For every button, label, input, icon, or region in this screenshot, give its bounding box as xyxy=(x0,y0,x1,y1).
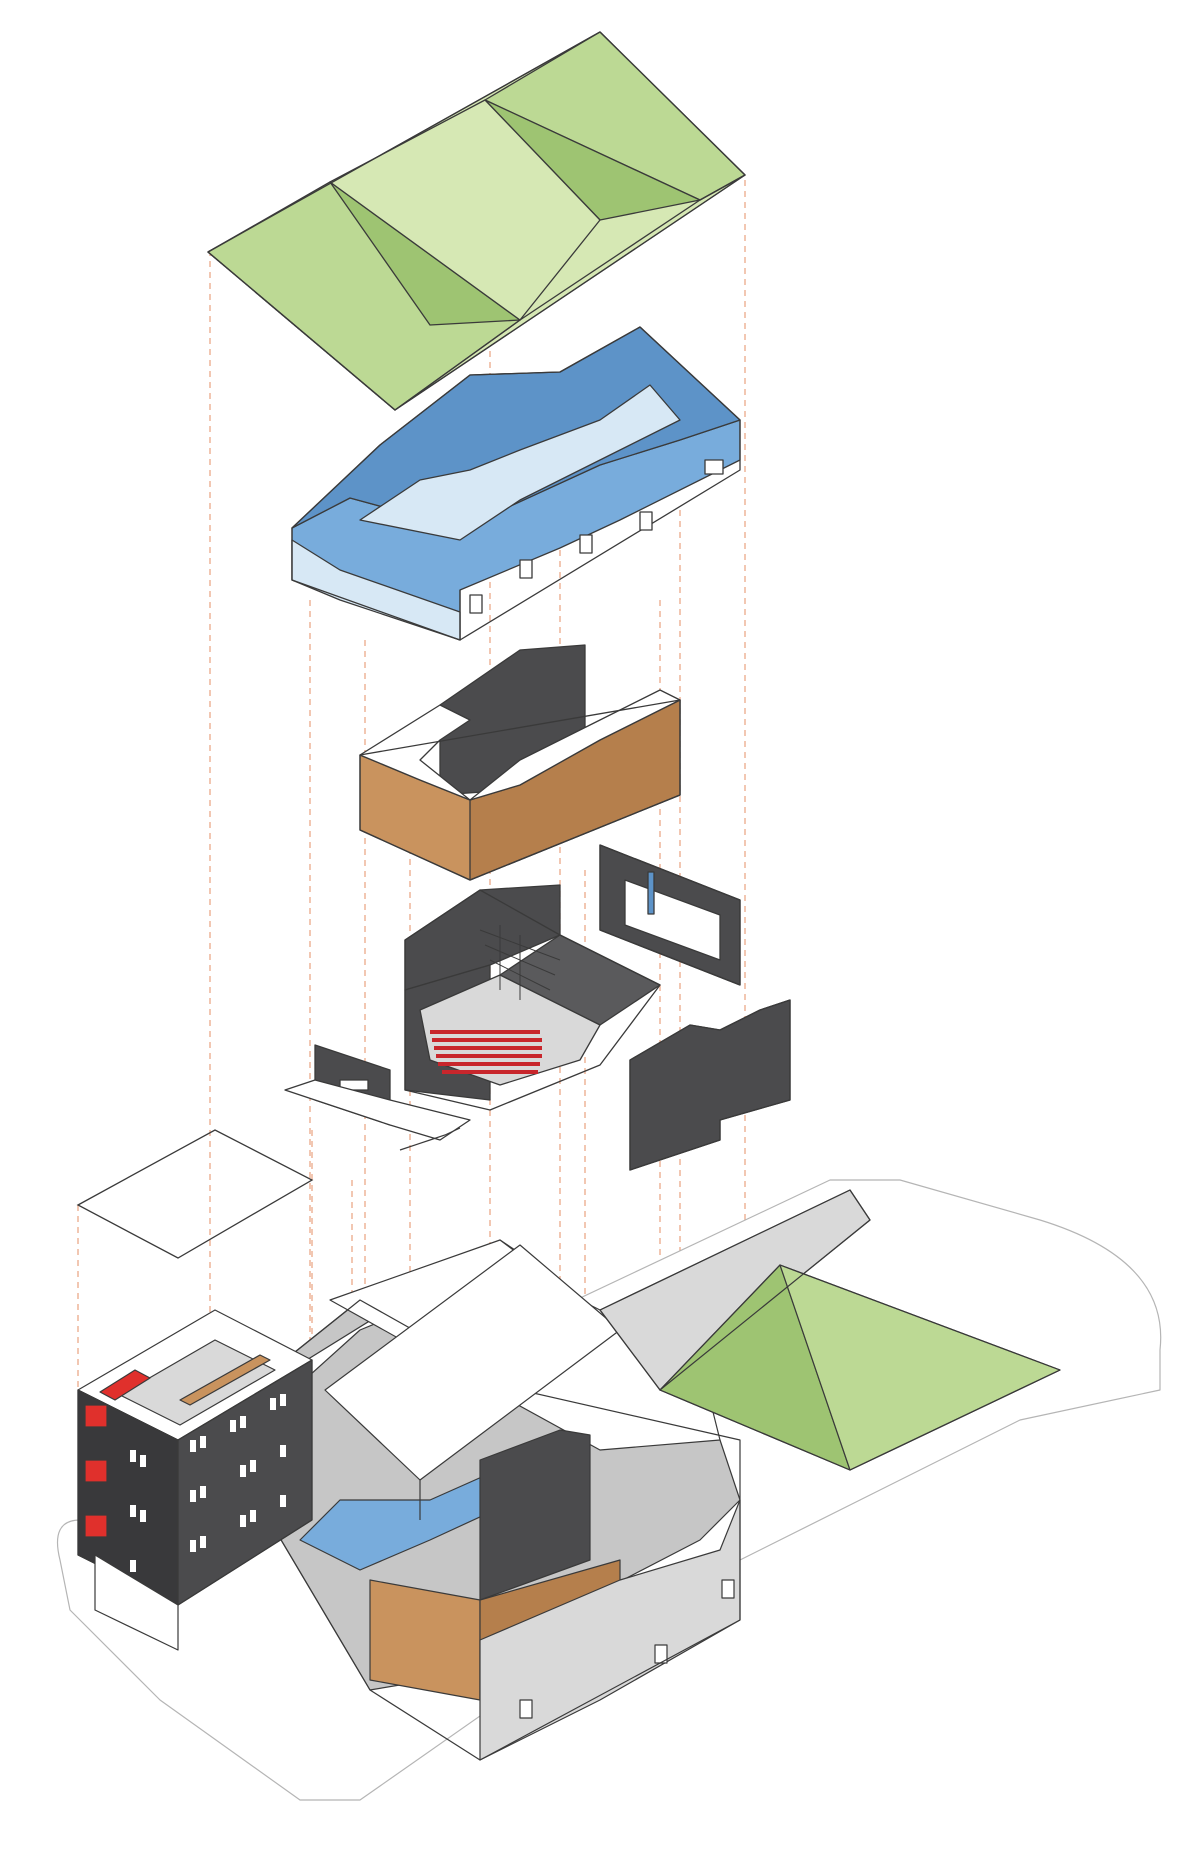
auditorium-volume xyxy=(404,884,661,1111)
assembled-green-roof xyxy=(599,1189,1061,1471)
stair-fragment xyxy=(399,1127,461,1151)
tower-roof-outline xyxy=(76,1129,314,1259)
timber-volume xyxy=(359,644,681,881)
tower-windows xyxy=(130,1394,286,1572)
entry-wall-panel xyxy=(284,1044,471,1141)
side-wall-panel xyxy=(629,999,791,1171)
residential-tower xyxy=(77,1309,313,1651)
stage-rigging xyxy=(479,925,561,1000)
auditorium-seats xyxy=(430,1030,542,1074)
glass-envelope xyxy=(291,326,741,641)
rear-wall-panel xyxy=(599,844,741,986)
green-roof xyxy=(207,31,746,411)
